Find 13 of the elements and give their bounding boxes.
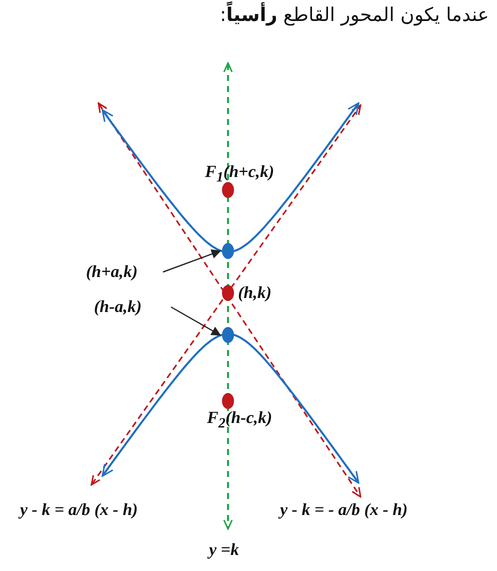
point-label: (h-a,k) [94, 297, 142, 317]
equation-label: y =k [209, 540, 239, 560]
point-label: F$_{2}$(h-c,k) [207, 408, 272, 432]
vertex-point [222, 243, 234, 259]
leader-arrow [170, 306, 222, 336]
leader-arrow [162, 249, 222, 273]
point-label: (h+a,k) [86, 262, 138, 282]
point-label: (h,k) [238, 283, 272, 303]
point-label: F$_{1}$(h+c,k) [205, 162, 274, 186]
equation-label: y - k = - a/b (x - h) [280, 500, 408, 520]
vertex-point [222, 327, 234, 343]
equation-label: y - k = a/b (x - h) [20, 500, 138, 520]
title: عندما يكون المحور القاطع رأسياً: [220, 4, 489, 26]
